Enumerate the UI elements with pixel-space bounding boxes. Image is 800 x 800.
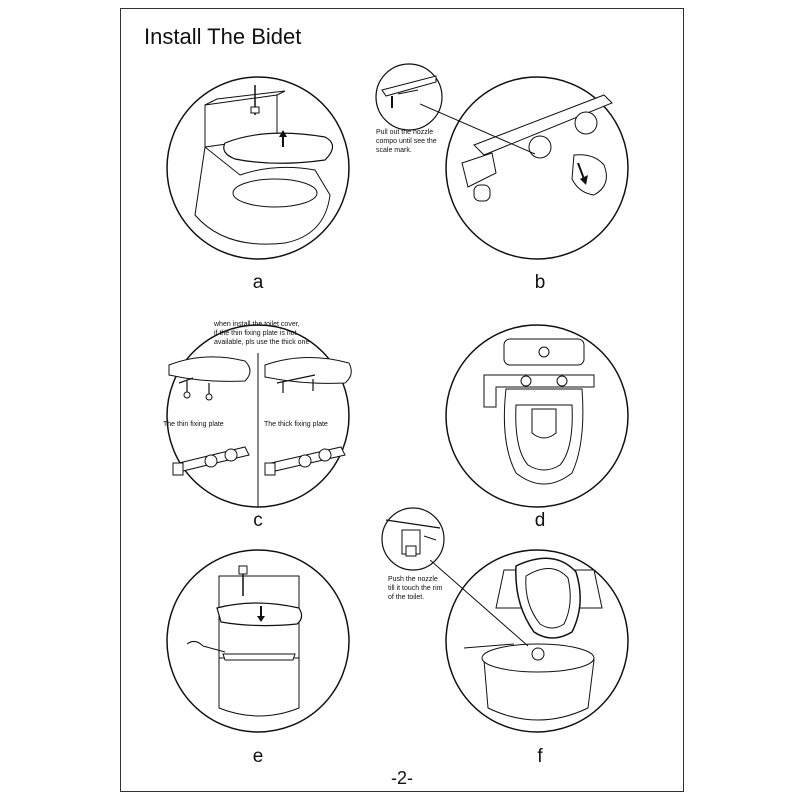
- step-c-illustration: [165, 323, 352, 509]
- step-c-label: c: [253, 510, 263, 531]
- step-a-drawing: [166, 76, 350, 260]
- step-b-leader-line: [420, 103, 536, 155]
- step-d-illustration: [444, 323, 630, 509]
- step-b-drawing: [445, 76, 629, 260]
- step-a-label: a: [252, 272, 264, 293]
- page-title: Install The Bidet: [144, 24, 302, 49]
- step-b-illustration: [444, 75, 630, 261]
- step-e-illustration: [165, 548, 351, 734]
- step-f-detail-drawing: [381, 507, 445, 571]
- step-f-detail-bubble: [380, 506, 446, 572]
- step-f-note: Push the nozzle till it touch the rim of…: [388, 576, 443, 601]
- step-b-detail-drawing: [375, 63, 443, 131]
- step-a-illustration: [165, 75, 351, 261]
- step-d-drawing: [445, 324, 629, 508]
- step-e-drawing: [166, 549, 350, 733]
- step-e-label: e: [252, 746, 264, 767]
- step-b-label: b: [534, 272, 546, 293]
- step-b-note: Pull out the nozzle compo until see the …: [376, 129, 437, 154]
- step-f-drawing: [445, 549, 629, 733]
- step-f-label: f: [537, 746, 543, 767]
- step-f-leader-line: [430, 560, 529, 647]
- step-f-illustration: [444, 548, 630, 734]
- step-b-detail-bubble: [374, 62, 444, 132]
- page-border: [120, 8, 684, 792]
- step-c-note: when install the toilet cover, if the th…: [214, 321, 310, 346]
- step-c-thin-label: The thin fixing plate: [163, 421, 224, 428]
- step-d-label: d: [534, 510, 546, 531]
- step-c-thick-label: The thick fixing plate: [264, 421, 328, 428]
- step-c-drawing: [166, 324, 352, 508]
- page-number: -2-: [391, 768, 413, 788]
